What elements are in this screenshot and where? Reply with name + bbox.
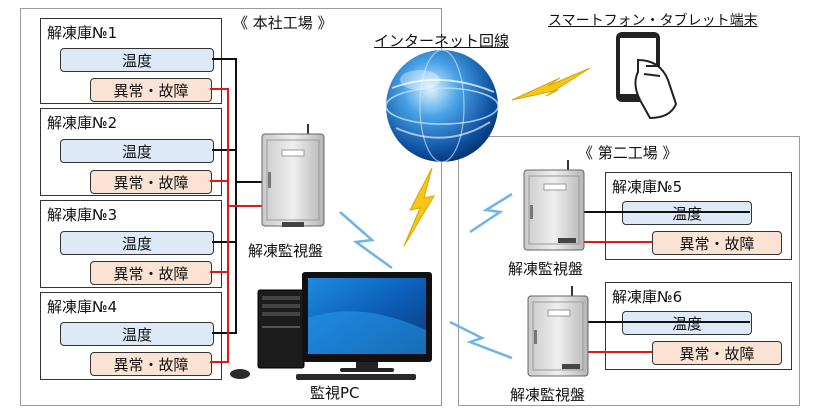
main-panel-label: 解凍監視盤 bbox=[248, 242, 324, 260]
pc-tower bbox=[257, 289, 305, 369]
pc-label: 監視PC bbox=[310, 384, 360, 402]
wireless-signal-icon bbox=[339, 211, 393, 270]
monitoring-panel-second-b bbox=[527, 286, 589, 377]
unit-2-temp: 温度 bbox=[60, 139, 214, 163]
lightning-icon bbox=[511, 67, 591, 101]
unit-5-title: 解凍庫№5 bbox=[612, 178, 683, 196]
second-panel-b-label: 解凍監視盤 bbox=[510, 386, 586, 404]
pc-monitor bbox=[302, 272, 432, 372]
alarm-wiring bbox=[210, 88, 652, 363]
second-panel-a-label: 解凍監視盤 bbox=[508, 260, 584, 278]
unit-4-title: 解凍庫№4 bbox=[47, 298, 118, 316]
mouse-icon bbox=[230, 369, 250, 379]
monitoring-panel-main bbox=[261, 124, 325, 227]
unit-6-title: 解凍庫№6 bbox=[612, 288, 683, 306]
smartphone-label: スマートフォン・タブレット端末 bbox=[548, 13, 758, 29]
temp-wiring bbox=[212, 58, 750, 334]
unit-2-alarm: 異常・故障 bbox=[90, 170, 212, 194]
wireless-signal-icon bbox=[469, 192, 513, 234]
unit-6-alarm: 異常・故障 bbox=[652, 341, 782, 365]
monitoring-panel-second-a bbox=[523, 160, 585, 251]
unit-2-title: 解凍庫№2 bbox=[47, 114, 118, 132]
unit-1-title: 解凍庫№1 bbox=[47, 24, 118, 42]
unit-4-alarm: 異常・故障 bbox=[90, 352, 212, 376]
unit-4-temp: 温度 bbox=[60, 322, 214, 346]
unit-1-alarm: 異常・故障 bbox=[90, 78, 212, 102]
unit-3-title: 解凍庫№3 bbox=[47, 206, 118, 224]
lightning-icon bbox=[403, 167, 436, 247]
unit-5-alarm: 異常・故障 bbox=[652, 231, 782, 255]
unit-1-temp: 温度 bbox=[60, 48, 214, 72]
internet-label: インターネット回線 bbox=[374, 32, 510, 50]
wireless-signal-icon bbox=[449, 320, 513, 360]
smartphone-icon bbox=[616, 32, 678, 120]
main-factory-title: 《 本社工場 》 bbox=[230, 12, 336, 33]
internet-globe-icon bbox=[385, 49, 499, 163]
unit-3-alarm: 異常・故障 bbox=[90, 261, 212, 285]
second-factory-title: 《 第二工場 》 bbox=[575, 142, 681, 163]
unit-3-temp: 温度 bbox=[60, 231, 214, 255]
keyboard-icon bbox=[296, 374, 416, 380]
